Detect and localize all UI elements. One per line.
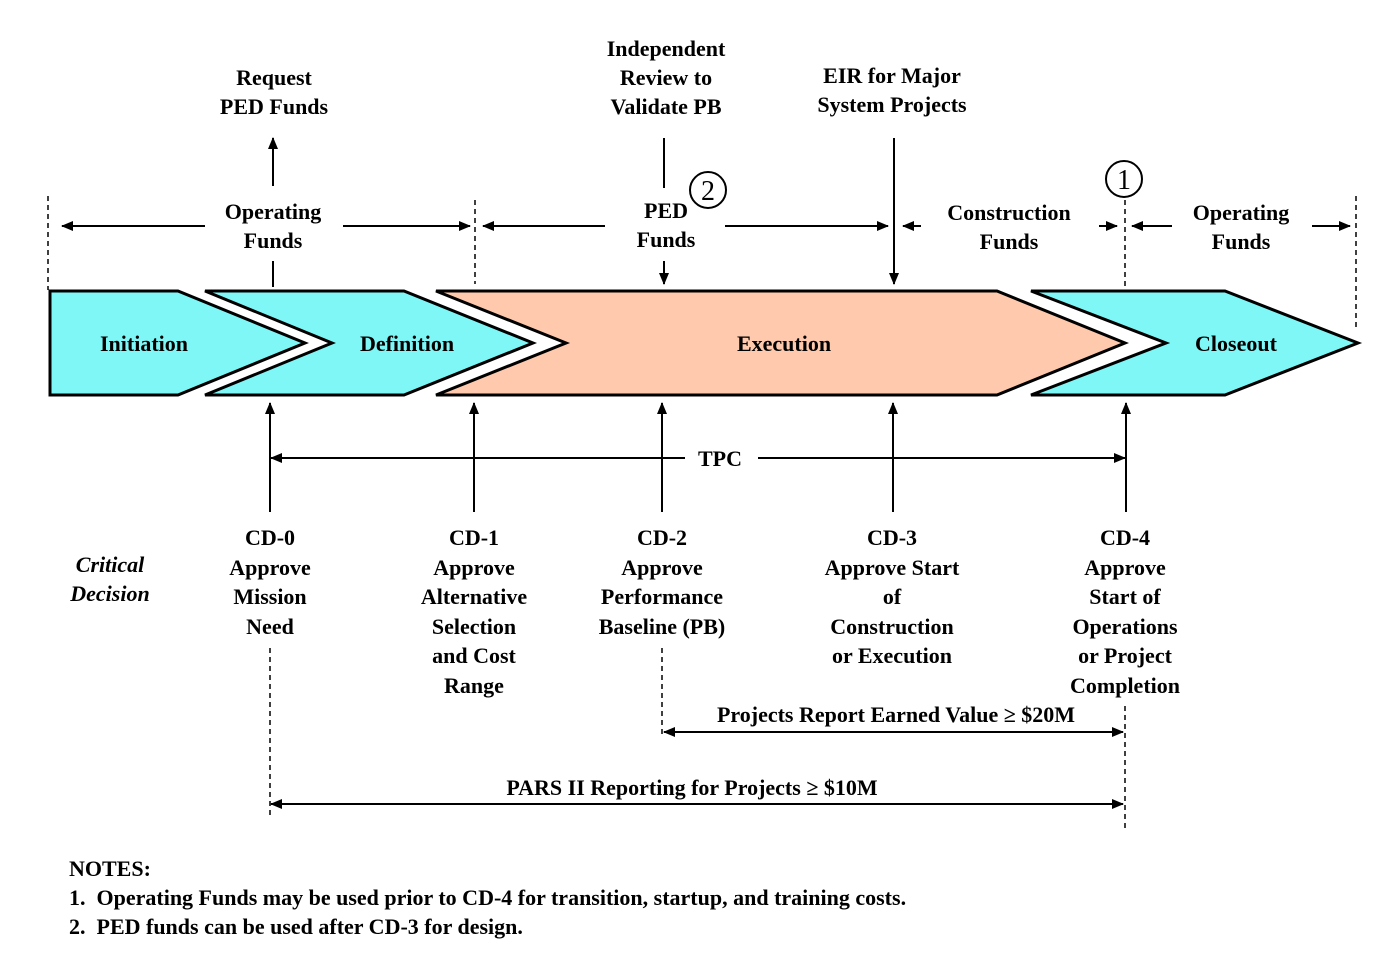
tpc-label: TPC xyxy=(698,446,742,471)
independent-review-label-3: Validate PB xyxy=(610,94,721,119)
cd0-label-2: Approve xyxy=(229,555,311,580)
note-2-marker: 2 xyxy=(701,176,715,207)
cd0-label-3: Mission xyxy=(233,584,306,609)
notes-heading: NOTES: xyxy=(69,856,151,881)
cd2-label-3: Performance xyxy=(601,584,723,609)
phase-chevron-initiation xyxy=(48,289,309,397)
cd1-label-2: Approve xyxy=(433,555,515,580)
phase-label-initiation: Initiation xyxy=(100,331,188,356)
critical-decision-label-2: Decision xyxy=(69,581,149,606)
cd1-label-5: and Cost xyxy=(432,643,516,668)
independent-review-label-2: Review to xyxy=(620,65,712,90)
pars-label: PARS II Reporting for Projects ≥ $10M xyxy=(506,775,878,800)
cd3-label-4: Construction xyxy=(830,614,953,639)
cd4-label-2: Approve xyxy=(1084,555,1166,580)
operating-funds-label-1a: Operating xyxy=(225,199,322,224)
earned-value-label: Projects Report Earned Value ≥ $20M xyxy=(717,702,1075,727)
cd1-label-6: Range xyxy=(444,673,504,698)
eir-label-1: EIR for Major xyxy=(823,63,961,88)
critical-decision-label-1: Critical xyxy=(76,552,145,577)
phase-label-definition: Definition xyxy=(360,331,454,356)
cd0-label-4: Need xyxy=(246,614,294,639)
phase-chevron-execution xyxy=(435,289,1129,397)
construction-funds-label-a: Construction xyxy=(947,200,1070,225)
ped-funds-label-a: PED xyxy=(644,198,688,223)
phase-label-execution: Execution xyxy=(737,331,831,356)
eir-label-2: System Projects xyxy=(817,92,967,117)
cd2-label-2: Approve xyxy=(621,555,703,580)
note-2-marker-circle xyxy=(689,171,727,209)
cd4-label-6: Completion xyxy=(1070,673,1180,698)
construction-funds-label-b: Funds xyxy=(980,229,1039,254)
cd3-label-1: CD-3 xyxy=(867,525,917,550)
cd4-label-4: Operations xyxy=(1072,614,1178,639)
note-item-2: 2. PED funds can be used after CD-3 for … xyxy=(69,914,523,939)
cd1-label-1: CD-1 xyxy=(449,525,499,550)
phase-label-closeout: Closeout xyxy=(1195,331,1278,356)
note-1-marker-circle xyxy=(1105,160,1143,198)
operating-funds-label-2a: Operating xyxy=(1193,200,1290,225)
cd3-label-3: of xyxy=(883,584,902,609)
cd3-label-5: or Execution xyxy=(832,643,952,668)
operating-funds-label-2b: Funds xyxy=(1212,229,1271,254)
cd4-label-1: CD-4 xyxy=(1100,525,1150,550)
cd0-label-1: CD-0 xyxy=(245,525,295,550)
request-ped-label-1: Request xyxy=(236,65,312,90)
cd2-label-1: CD-2 xyxy=(637,525,687,550)
note-item-1: 1. Operating Funds may be used prior to … xyxy=(69,885,906,910)
cd2-label-4: Baseline (PB) xyxy=(599,614,726,639)
independent-review-label-1: Independent xyxy=(607,36,726,61)
operating-funds-label-1b: Funds xyxy=(244,228,303,253)
cd1-label-4: Selection xyxy=(432,614,516,639)
cd1-label-3: Alternative xyxy=(421,584,528,609)
note-1-marker: 1 xyxy=(1117,165,1131,196)
phase-chevron-closeout xyxy=(1030,289,1363,397)
cd4-label-3: Start of xyxy=(1089,584,1161,609)
ped-funds-label-b: Funds xyxy=(637,227,696,252)
cd3-label-2: Approve Start xyxy=(825,555,960,580)
phase-chevron-definition xyxy=(204,289,538,397)
cd4-label-5: or Project xyxy=(1078,643,1173,668)
request-ped-label-2: PED Funds xyxy=(220,94,329,119)
